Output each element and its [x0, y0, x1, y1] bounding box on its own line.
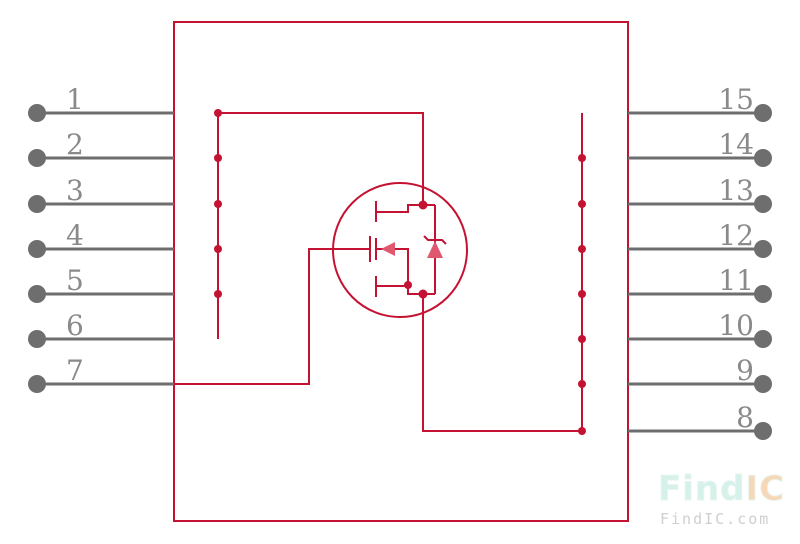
pin-endpoint: [28, 240, 46, 258]
pin-12: 12: [628, 219, 772, 258]
source-wire: [218, 112, 424, 205]
junction-dot: [418, 200, 428, 210]
pin-endpoint: [28, 149, 46, 167]
pin-endpoint: [28, 104, 46, 122]
pin-10: 10: [628, 309, 772, 348]
pin-15: 15: [628, 83, 772, 122]
junction-dot: [578, 200, 586, 208]
pin-endpoint: [28, 330, 46, 348]
watermark-url: FindIC.com: [660, 510, 770, 528]
pin-number: 5: [66, 264, 84, 297]
junction-dot: [214, 154, 222, 162]
pin-endpoint: [754, 285, 772, 303]
pin-7: 7: [28, 354, 174, 393]
junction-dot: [578, 427, 586, 435]
pin-endpoint: [754, 195, 772, 213]
junction-dot: [214, 290, 222, 298]
pin-8: 8: [628, 401, 772, 440]
pin-number: 6: [66, 309, 84, 342]
mosfet-top-terminal: [376, 204, 423, 213]
findic-watermark: FindIC FindIC.com: [658, 469, 785, 529]
diode-triangle-icon: [427, 241, 443, 258]
pin-number: 13: [718, 174, 754, 207]
pin-14: 14: [628, 128, 772, 167]
watermark-logo: FindIC: [658, 469, 785, 509]
pin-endpoint: [28, 195, 46, 213]
pin-endpoint: [754, 330, 772, 348]
junction-dot: [578, 245, 586, 253]
body-diode-bar: [423, 235, 447, 245]
pin-number: 7: [66, 354, 84, 387]
pin-number: 14: [718, 128, 754, 161]
gate-wire: [174, 248, 370, 385]
pin-13: 13: [628, 174, 772, 213]
pin-number: 4: [66, 219, 84, 252]
pin-endpoint: [754, 104, 772, 122]
mosfet-body-circle: [332, 182, 468, 318]
junction-dot: [578, 290, 586, 298]
pin-6: 6: [28, 309, 174, 348]
junction-dots: [214, 109, 586, 435]
junction-dot: [214, 109, 222, 117]
pin-11: 11: [628, 264, 772, 303]
drain-wire: [422, 294, 582, 432]
pin-endpoint: [754, 240, 772, 258]
package-outline: [173, 21, 629, 522]
pin-endpoint: [754, 375, 772, 393]
internal-wiring: [174, 112, 583, 432]
pin-9: 9: [628, 354, 772, 393]
pin-3: 3: [28, 174, 174, 213]
pin-endpoint: [754, 149, 772, 167]
junction-dot: [578, 154, 586, 162]
pin-number: 15: [718, 83, 754, 116]
junction-dot: [418, 289, 428, 299]
pin-endpoint: [28, 375, 46, 393]
pin-1: 1: [28, 83, 174, 122]
pin-number: 2: [66, 128, 84, 161]
right-pins: 15 14 13 12 11 10 9 8: [628, 83, 772, 440]
pin-5: 5: [28, 264, 174, 303]
pin-number: 1: [66, 83, 84, 116]
mosfet-symbol: [332, 182, 468, 318]
pin-endpoint: [28, 285, 46, 303]
pin-number: 11: [718, 264, 754, 297]
junction-dot: [578, 335, 586, 343]
pin-number: 8: [736, 401, 754, 434]
left-pins: 1 2 3 4 5 6 7: [28, 83, 174, 393]
pin-number: 3: [66, 174, 84, 207]
pin-endpoint: [754, 422, 772, 440]
pin-number: 12: [718, 219, 754, 252]
junction-dot: [404, 281, 412, 289]
pin-2: 2: [28, 128, 174, 167]
junction-dot: [214, 200, 222, 208]
pin-number: 9: [736, 354, 754, 387]
pin-4: 4: [28, 219, 174, 258]
pin-number: 10: [718, 309, 754, 342]
junction-dot: [214, 245, 222, 253]
channel-arrow-icon: [381, 242, 395, 256]
mosfet-bottom-terminal: [376, 285, 423, 295]
junction-dot: [578, 380, 586, 388]
